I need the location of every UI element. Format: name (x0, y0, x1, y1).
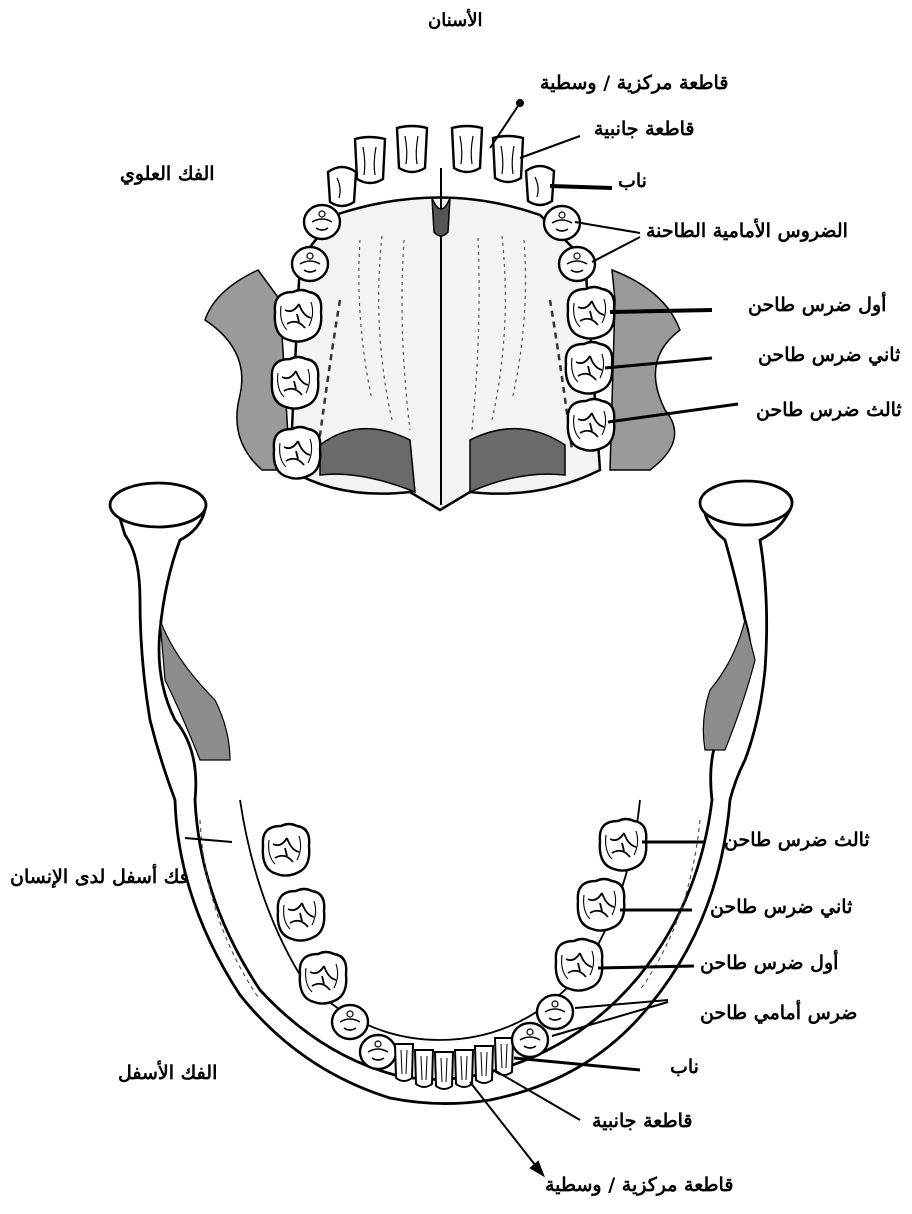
mandible-outline (116, 482, 792, 1104)
lower-left-canine (395, 1044, 413, 1081)
upper-premolars-label: الضروس الأمامية الطاحنة (646, 222, 848, 241)
lower-central-incisor-label: قاطعة مركزية / وسطية (545, 1176, 733, 1195)
upper-right-lateral-incisor (493, 136, 523, 182)
upper-left-lateral-incisor (355, 137, 385, 183)
upper-right-first-premolar (544, 206, 580, 240)
upper-left-second-molar (272, 357, 319, 409)
diagram-title: الأسنان (428, 12, 482, 30)
upper-left-first-molar (275, 290, 322, 342)
lower-right-first-molar (556, 939, 603, 991)
lower-left-first-premolar (360, 1035, 396, 1069)
leader-lower-first-molar (598, 966, 694, 968)
upper-central-incisor-label: قاطعة مركزية / وسطية (540, 74, 728, 93)
upper-left-central-incisor (397, 126, 427, 172)
lower-right-lateral-incisor (475, 1046, 493, 1083)
lower-left-third-molar (263, 824, 310, 876)
lower-lateral-incisor-label: قاطعة جانبية (592, 1112, 692, 1131)
lower-jaw-label: الفك الأسفل (118, 1064, 217, 1083)
lower-right-third-molar (600, 819, 647, 871)
upper-right-bone-shading (610, 270, 680, 470)
upper-left-third-molar (274, 427, 321, 479)
lower-right-first-premolar (512, 1023, 548, 1057)
leader-upper-premolar-2 (592, 237, 640, 262)
lower-right-central-incisor (455, 1050, 473, 1087)
lower-right-second-premolar (537, 995, 573, 1029)
lower-left-central-incisor (435, 1052, 453, 1089)
leader-upper-canine (550, 186, 612, 188)
left-condyle (110, 483, 206, 527)
lower-first-molar-label: أول ضرس طاحن (700, 954, 838, 973)
upper-right-central-incisor (452, 126, 482, 172)
upper-jaw-label: الفك العلوي (120, 165, 215, 184)
upper-right-canine (526, 166, 554, 205)
upper-third-molar-label: ثالث ضرس طاحن (756, 401, 902, 420)
upper-second-molar-label: ثاني ضرس طاحن (758, 346, 900, 365)
upper-left-canine (328, 167, 356, 206)
upper-canine-label: ناب (618, 172, 647, 191)
leader-upper-premolar-1 (575, 222, 640, 233)
upper-right-second-premolar (559, 247, 595, 281)
lower-left-first-molar (300, 952, 347, 1004)
lower-premolar-label: ضرس أمامي طاحن (700, 1004, 857, 1023)
lower-canine-label: ناب (670, 1058, 699, 1077)
lower-left-second-premolar (332, 1005, 368, 1039)
lower-jaw (110, 481, 792, 1104)
mandible-label: فك أسفل لدى الإنسان (10, 868, 189, 887)
lower-third-molar-label: ثالث ضرس طاحن (724, 831, 870, 850)
leader-upper-first-molar (610, 310, 712, 312)
upper-first-molar-label: أول ضرس طاحن (748, 296, 886, 315)
lower-right-canine (495, 1038, 513, 1075)
leader-upper-lateral-incisor (520, 136, 580, 158)
lower-left-lateral-incisor (415, 1050, 433, 1087)
lower-second-molar-label: ثاني ضرس طاحن (710, 898, 852, 917)
upper-jaw (205, 126, 680, 510)
lower-right-second-molar (578, 879, 625, 931)
upper-right-first-molar (568, 287, 615, 339)
upper-left-first-premolar (304, 205, 340, 239)
lower-left-second-molar (278, 889, 325, 941)
upper-left-second-premolar (292, 247, 328, 281)
upper-right-third-molar (568, 399, 615, 451)
upper-lateral-incisor-label: قاطعة جانبية (594, 120, 694, 139)
right-condyle (700, 481, 792, 525)
